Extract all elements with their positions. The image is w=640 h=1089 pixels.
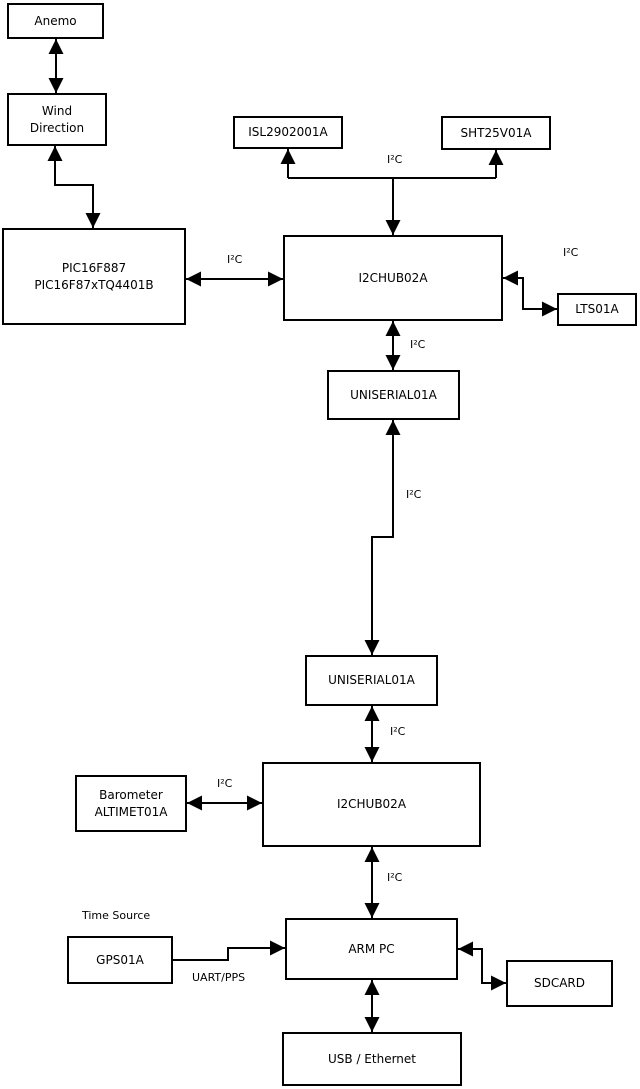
- edge-gps-armpc: [173, 940, 285, 961]
- uniserial-top-box: UNISERIAL01A: [327, 370, 460, 420]
- i2c-label-uniserial-hub2: I²C: [390, 725, 406, 738]
- sht-sensor-box: SHT25V01A: [441, 116, 551, 150]
- i2c-hub-top-box: I2CHUB02A: [283, 235, 503, 321]
- sdcard-box: SDCARD: [506, 960, 613, 1007]
- usb-ethernet-box: USB / Ethernet: [282, 1032, 462, 1086]
- gps-box: GPS01A: [67, 936, 173, 984]
- edge-uniserial-top-uniserial-bottom: [364, 420, 401, 655]
- i2c-hub-bottom-box: I2CHUB02A: [262, 762, 481, 847]
- isl-sensor-box: ISL2902001A: [233, 116, 343, 149]
- wind-direction-box: Wind Direction: [7, 93, 107, 146]
- uart-pps-label: UART/PPS: [192, 971, 246, 984]
- i2c-label-sensor-branch: I²C: [387, 153, 403, 166]
- anemo-box: Anemo: [7, 3, 104, 39]
- i2c-label-long-link: I²C: [406, 488, 422, 501]
- barometer-box: Barometer ALTIMET01A: [75, 775, 187, 832]
- edge-winddirection-pic: [47, 146, 101, 228]
- i2c-label-hub2-armpc: I²C: [387, 871, 403, 884]
- edge-armpc-sdcard: [458, 941, 506, 991]
- edge-i2chub-top-lts: [503, 270, 557, 317]
- pic-microcontroller-box: PIC16F887 PIC16F87xTQ4401B: [2, 228, 186, 325]
- arm-pc-box: ARM PC: [285, 918, 458, 980]
- i2c-label-hub-uniserial: I²C: [410, 338, 426, 351]
- lts-sensor-box: LTS01A: [557, 293, 637, 326]
- i2c-label-barometer-hub2: I²C: [217, 777, 233, 790]
- i2c-label-hub-lts: I²C: [563, 246, 579, 259]
- uniserial-bottom-box: UNISERIAL01A: [305, 655, 438, 706]
- time-source-label: Time Source: [82, 909, 151, 922]
- i2c-label-pic-hub: I²C: [227, 253, 243, 266]
